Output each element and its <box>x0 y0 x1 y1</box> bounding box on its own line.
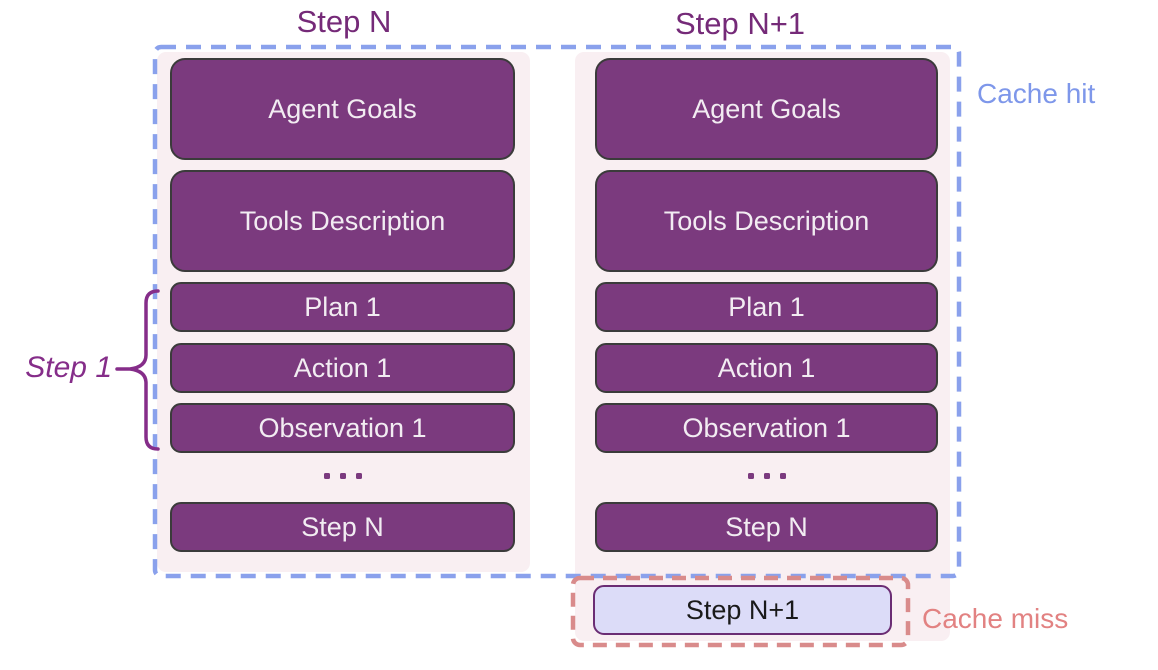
left-box-plan-1: Plan 1 <box>170 282 515 332</box>
left-box-tools-description: Tools Description <box>170 170 515 272</box>
ellipsis-dot <box>355 473 362 479</box>
right-box-step-n: Step N <box>595 502 938 552</box>
step-1-curly-brace-icon <box>115 289 160 451</box>
ellipsis-dot <box>339 473 346 479</box>
ellipsis-dot <box>747 473 754 479</box>
step-1-bracket-label: Step 1 <box>25 351 112 384</box>
column-title-step-n-plus-1: Step N+1 <box>674 6 806 41</box>
ellipsis-dot <box>323 473 330 479</box>
right-box-action-1: Action 1 <box>595 343 938 393</box>
right-box-plan-1: Plan 1 <box>595 282 938 332</box>
cache-miss-label: Cache miss <box>922 603 1069 634</box>
left-box-step-n: Step N <box>170 502 515 552</box>
right-box-agent-goals: Agent Goals <box>595 58 938 160</box>
ellipsis-dots-left <box>170 473 515 479</box>
left-box-observation-1: Observation 1 <box>170 403 515 453</box>
ellipsis-dots-right <box>595 473 938 479</box>
left-box-action-1: Action 1 <box>170 343 515 393</box>
column-title-step-n: Step N <box>296 4 392 39</box>
right-box-tools-description: Tools Description <box>595 170 938 272</box>
right-box-observation-1: Observation 1 <box>595 403 938 453</box>
left-box-agent-goals: Agent Goals <box>170 58 515 160</box>
ellipsis-dot <box>763 473 770 479</box>
cache-miss-boundary <box>570 575 911 648</box>
cache-hit-boundary <box>152 44 962 579</box>
ellipsis-dot <box>779 473 786 479</box>
box-step-n-plus-1-cache-miss: Step N+1 <box>593 585 892 635</box>
cache-hit-label: Cache hit <box>977 78 1096 109</box>
